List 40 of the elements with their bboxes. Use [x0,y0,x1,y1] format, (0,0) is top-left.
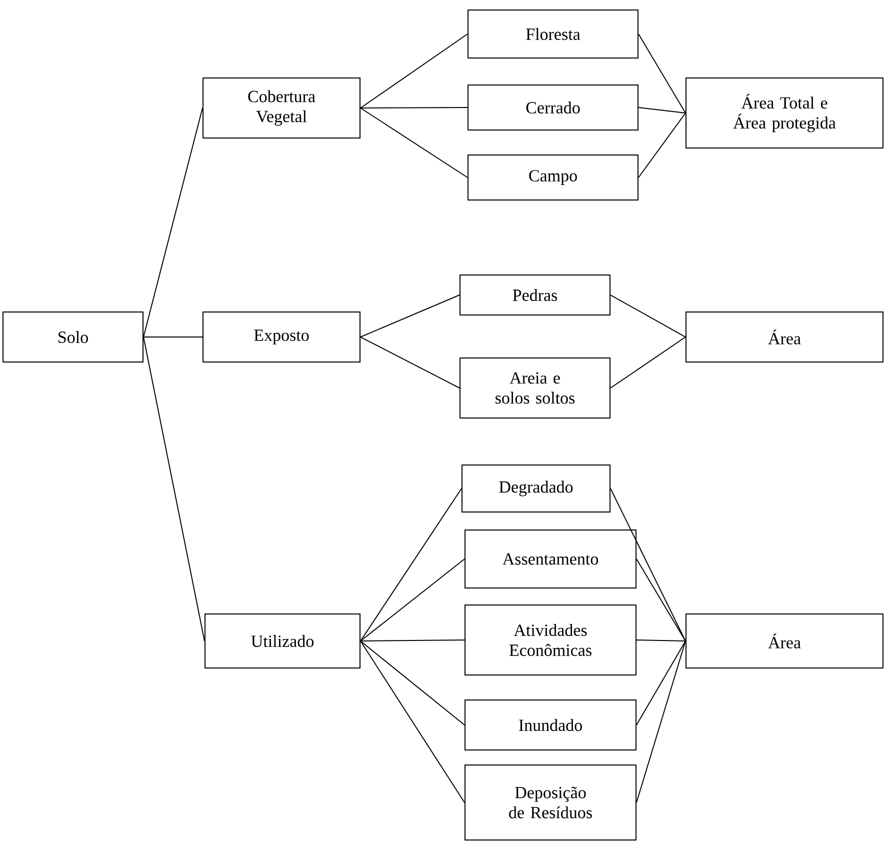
box: Cobertura Vegetal [202,78,360,138]
box: Pedras [460,274,610,316]
connector-line [360,640,465,726]
connector-line [610,336,686,388]
connector-line [636,558,686,642]
connector-line [143,108,203,338]
connector-line [360,336,460,388]
connector-line [636,640,686,726]
box: Solo [2,312,144,362]
box: Utilizado [204,614,360,668]
connector-line [360,640,465,642]
connector-line [360,34,468,108]
box: Areia e solos soltos [460,358,610,418]
connector-line [143,336,203,338]
box: Floresta [468,10,638,58]
connector-line [638,112,686,178]
box: Campo [468,154,638,200]
box: Cerrado [468,84,638,130]
connector-line [638,107,686,114]
connector-line [610,294,686,338]
box: Área [686,614,884,668]
box: Área [686,312,884,362]
box: Área Total e Área protegida [686,78,884,148]
connector-line [143,336,205,642]
box: Assentamento [464,530,636,588]
connector-line [360,488,462,642]
box: Exposto [202,312,360,362]
connector-line [610,488,686,642]
box: Degradado [462,464,610,512]
connector-line [360,107,468,108]
box: Inundado [464,700,636,750]
connector-line [360,558,465,642]
connector-line [638,34,686,114]
connector-line [360,640,465,803]
connector-line [360,294,460,338]
box: Atividades Econômicas [464,604,636,676]
connector-line [360,108,468,178]
connector-line [636,640,686,803]
connector-line [636,640,686,642]
box: Deposição de Resíduos [464,764,636,840]
